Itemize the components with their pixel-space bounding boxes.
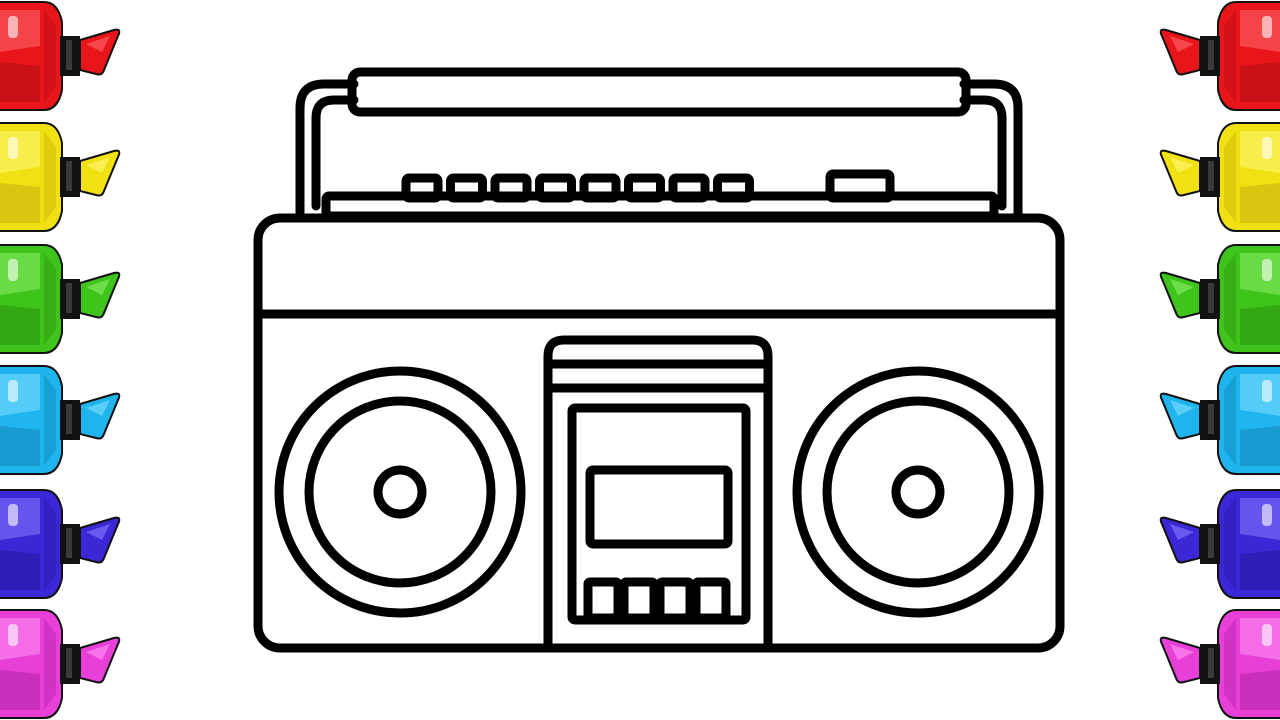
marker-red [1159,1,1280,111]
deck-key [655,577,695,623]
boombox-handle-grip [347,67,971,117]
boombox-body [253,213,1065,653]
marker-blue [0,489,121,599]
deck-key [583,577,623,623]
left-speaker [274,366,526,618]
preset-button [490,173,532,203]
marker-pink [0,609,121,719]
preset-button [713,173,754,203]
deck-key [691,577,731,623]
preset-button [579,173,621,203]
preset-button [668,173,710,203]
boombox-handle-outer [295,79,359,219]
marker-column-left [0,1,121,719]
marker-yellow [0,122,121,232]
preset-button [535,173,576,203]
preset-buttons [401,173,754,203]
marker-cyan [0,365,121,475]
marker-blue [1159,489,1280,599]
marker-column-right [1159,1,1280,719]
preset-button [401,173,443,203]
marker-red [0,1,121,111]
boombox-handle-inner [311,95,359,211]
preset-button [446,173,487,203]
boombox-drawing [253,67,1065,653]
preset-button [624,173,665,203]
boombox-handle-outer-right [959,79,1023,219]
marker-pink [1159,609,1280,719]
deck-key [619,577,659,623]
boombox-switch [825,169,895,203]
right-speaker [792,366,1044,618]
cassette-deck [543,335,773,653]
deck-keys [583,577,731,623]
marker-green [1159,244,1280,354]
marker-green [0,244,121,354]
cassette-window [585,465,733,549]
marker-cyan [1159,365,1280,475]
boombox-handle-inner-right [959,95,1007,211]
marker-yellow [1159,122,1280,232]
